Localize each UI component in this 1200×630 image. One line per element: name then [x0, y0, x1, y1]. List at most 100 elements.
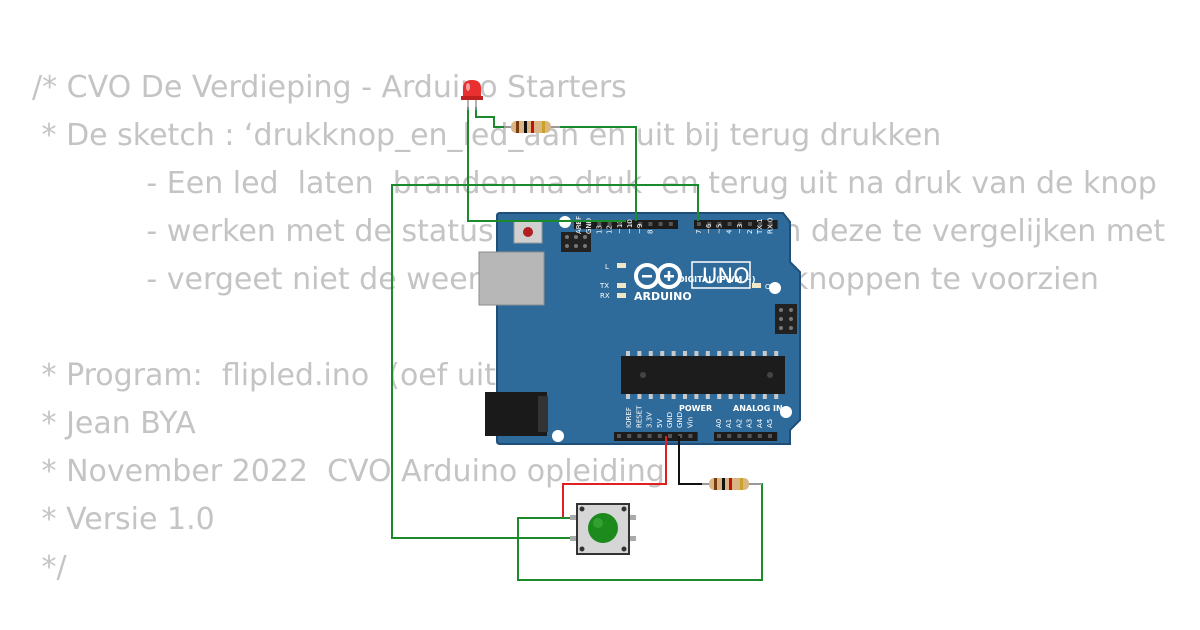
pin-socket[interactable] — [647, 434, 652, 438]
code-line-3: - Een led laten branden na druk en terug… — [32, 166, 1157, 201]
arduino-logo-icon — [634, 263, 682, 289]
resistor-button[interactable] — [702, 478, 762, 490]
icsp-header-right — [775, 304, 797, 334]
pin-socket[interactable] — [657, 434, 662, 438]
pin-socket[interactable] — [748, 222, 752, 226]
wire-resistor-button[interactable] — [517, 483, 763, 581]
pin-socket[interactable] — [707, 222, 712, 226]
pin-socket[interactable] — [717, 434, 721, 438]
pin-socket[interactable] — [617, 434, 621, 438]
pin-socket[interactable] — [757, 434, 762, 438]
pin-socket[interactable] — [637, 434, 642, 438]
red-led[interactable] — [461, 80, 483, 110]
pin-socket[interactable] — [668, 434, 672, 438]
pin-label: 12 — [606, 225, 614, 234]
code-line-9: * November 2022 CVO Arduino opleiding — [32, 454, 665, 489]
pin-header-body — [714, 432, 778, 441]
power-jack — [485, 392, 547, 436]
pin-label: 8 — [646, 230, 654, 234]
pin-label: ~11 — [616, 219, 624, 234]
code-line-2: * De sketch : ‘drukknop_en_led_aan en ui… — [32, 118, 942, 153]
pin-label: 13 — [595, 225, 603, 234]
pin-label: A5 — [766, 419, 774, 428]
pin-socket[interactable] — [688, 434, 693, 438]
usb-connector — [478, 251, 545, 306]
wire-pin7-button[interactable] — [391, 184, 699, 539]
pin-socket[interactable] — [577, 222, 581, 226]
uno-label-box — [691, 261, 751, 289]
pin-label: ~5 — [715, 224, 723, 234]
on-led — [752, 283, 761, 288]
push-button-cap[interactable] — [588, 513, 618, 543]
pin-label: A1 — [725, 419, 733, 428]
pin-socket[interactable] — [628, 222, 632, 226]
pin-label: GND — [676, 412, 684, 428]
pin-socket[interactable] — [587, 222, 592, 226]
pin-header-body — [694, 220, 778, 229]
pin-label: 3.3V — [646, 412, 654, 428]
code-line-11: */ — [32, 550, 67, 585]
pin-socket[interactable] — [627, 434, 632, 438]
pin-label: 2 — [746, 230, 754, 234]
mounting-hole — [780, 406, 792, 418]
power-jack-rim — [538, 396, 548, 432]
pin-socket[interactable] — [727, 434, 732, 438]
wire-resistor-pin13[interactable] — [556, 126, 637, 221]
pin-socket[interactable] — [768, 222, 773, 226]
power-label: POWER — [679, 404, 712, 413]
pin-label: 4 — [726, 229, 734, 234]
pin-socket[interactable] — [607, 222, 612, 226]
l-led — [617, 263, 626, 268]
pin-socket[interactable] — [697, 222, 701, 226]
on-led-label: ON — [765, 283, 776, 291]
mounting-hole — [552, 430, 564, 442]
pin-socket[interactable] — [768, 434, 772, 438]
pin-label: IOREF — [625, 407, 633, 428]
reset-button-cap[interactable] — [523, 227, 533, 237]
pin-socket[interactable] — [638, 222, 643, 226]
pin-label: ~9 — [636, 224, 644, 234]
arduino-brand-label: ARDUINO — [634, 290, 692, 303]
atmega-chip — [621, 351, 785, 399]
pin-socket[interactable] — [737, 222, 742, 226]
wire-led-gnd[interactable] — [467, 107, 626, 222]
pin-label: RESET — [635, 405, 643, 428]
rx-led — [617, 293, 626, 298]
uno-label: UNO — [702, 264, 750, 288]
mounting-hole — [769, 282, 781, 294]
pin-socket[interactable] — [737, 434, 742, 438]
pin-label: A4 — [756, 418, 764, 428]
pin-label: A2 — [735, 419, 743, 428]
wires — [391, 107, 763, 581]
pin-socket[interactable] — [678, 434, 683, 438]
pin-socket[interactable] — [668, 222, 673, 226]
icsp-header — [561, 232, 591, 252]
pin-label: GND — [666, 412, 674, 428]
l-led-label: L — [605, 263, 609, 271]
push-button[interactable] — [570, 503, 636, 555]
pin-socket[interactable] — [658, 222, 663, 226]
pin-socket[interactable] — [717, 222, 722, 226]
pin-socket[interactable] — [758, 222, 763, 226]
code-line-10: * Versie 1.0 — [32, 502, 215, 537]
pin-label: A0 — [715, 419, 723, 428]
pin-label: Vin — [686, 417, 694, 428]
pin-socket[interactable] — [617, 222, 622, 226]
wire-led-resistor[interactable] — [475, 107, 508, 128]
tx-led-label: TX — [599, 282, 609, 290]
pin-label: ~6 — [705, 223, 713, 234]
wire-gnd-resistor[interactable] — [678, 436, 708, 485]
pin-socket[interactable] — [648, 222, 653, 226]
pin-socket[interactable] — [747, 434, 752, 438]
pin-label: 5V — [656, 419, 664, 428]
pin-socket[interactable] — [597, 222, 602, 226]
pin-label: ~3 — [736, 224, 744, 234]
pin-socket[interactable] — [727, 222, 732, 226]
analog-label: ANALOG IN — [733, 404, 783, 413]
rx-led-label: RX — [600, 292, 610, 300]
resistor-led[interactable] — [504, 121, 560, 133]
